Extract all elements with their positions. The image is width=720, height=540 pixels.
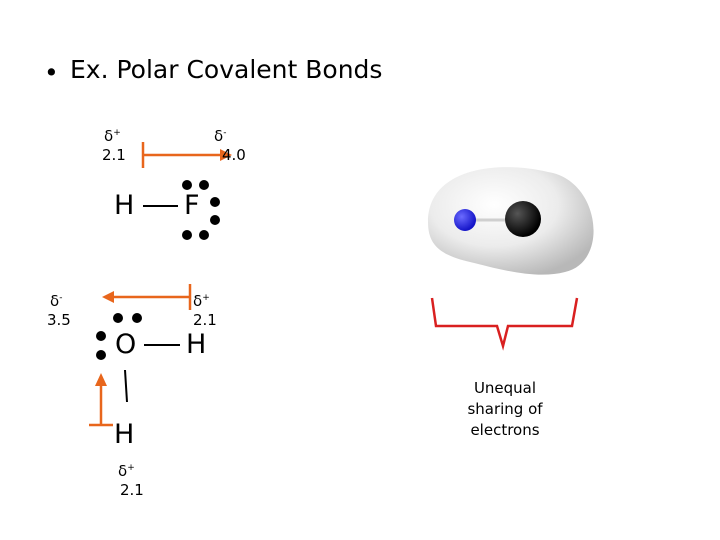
water-o-partial-charge: δ-: [50, 292, 63, 310]
oxygen-lone-pairs: [96, 313, 142, 360]
slide-title: Ex. Polar Covalent Bonds: [70, 55, 383, 84]
water-h-right-partial-charge: δ+: [193, 292, 210, 310]
oh-vertical-bond: [124, 369, 128, 403]
hf-h-partial-charge: δ+: [104, 127, 121, 145]
oh-vertical-dipole-arrow: [89, 373, 113, 427]
water-hydrogen-bottom-symbol: H: [114, 419, 135, 450]
water-h-bottom-partial-charge: δ+: [118, 462, 135, 480]
water-o-electronegativity: 3.5: [47, 311, 71, 329]
hf-fluorine-symbol: F: [184, 190, 200, 221]
caption-line-2: sharing of: [467, 400, 543, 418]
hf-electron-cloud-model: [428, 167, 594, 275]
hf-f-partial-charge: δ-: [214, 127, 227, 145]
water-hydrogen-right-symbol: H: [186, 329, 207, 360]
fluorine-lone-pairs: [182, 180, 220, 240]
hf-hydrogen-symbol: H: [114, 190, 135, 221]
hf-dipole-arrow: [141, 142, 232, 168]
water-oxygen-symbol: O: [115, 329, 137, 360]
title-bullet: •: [44, 58, 59, 87]
hf-f-electronegativity: 4.0: [222, 146, 246, 164]
hf-h-electronegativity: 2.1: [102, 146, 126, 164]
unequal-sharing-brace: [430, 297, 579, 351]
caption-line-3: electrons: [470, 421, 540, 439]
hydrogen-atom-sphere: [454, 209, 476, 231]
caption-line-1: Unequal: [473, 379, 537, 397]
water-h-bottom-electronegativity: 2.1: [120, 481, 144, 499]
water-h-right-electronegativity: 2.1: [193, 311, 217, 329]
unequal-sharing-caption: Unequal sharing of electrons: [455, 378, 555, 441]
fluorine-atom-sphere: [505, 201, 541, 237]
oh-dipole-arrow: [102, 284, 192, 310]
